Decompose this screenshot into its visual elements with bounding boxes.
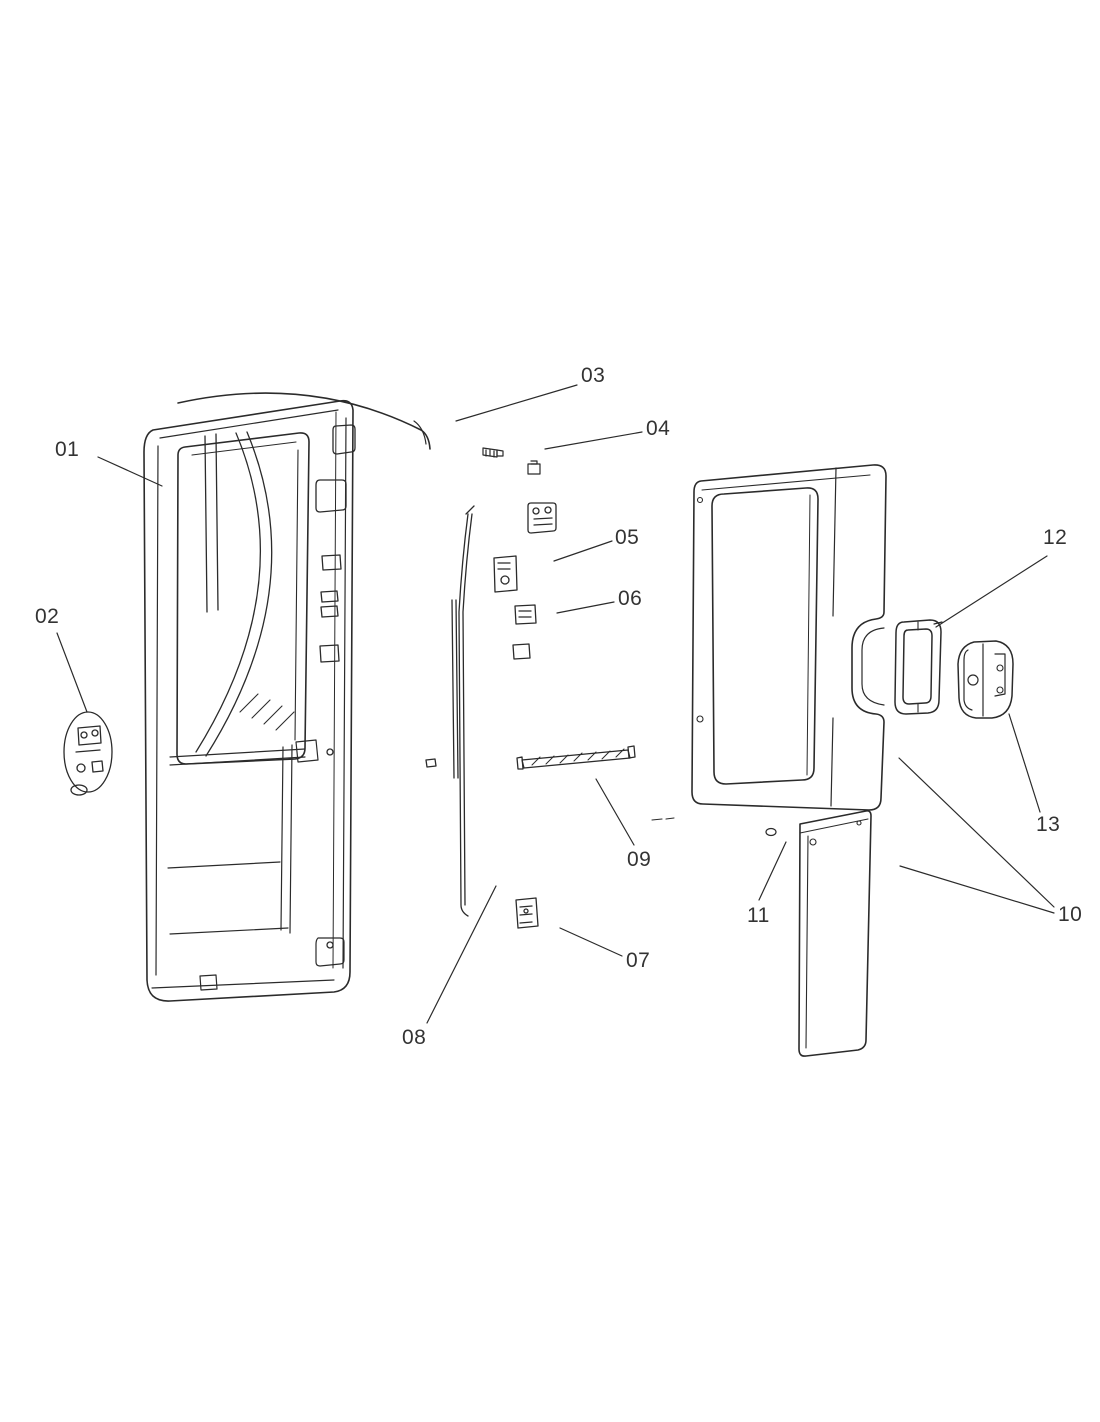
leader-lines: [57, 385, 1054, 1023]
part-label-12: 12: [1043, 526, 1068, 549]
part-label-13: 13: [1036, 813, 1061, 836]
leader-line-07: [560, 928, 622, 956]
part-label-08: 08: [402, 1026, 427, 1049]
part-label-03: 03: [581, 364, 606, 387]
part-label-04: 04: [646, 417, 671, 440]
leader-line-12: [936, 556, 1047, 627]
part-04-screw: [483, 448, 540, 474]
part-label-01: 01: [55, 438, 80, 461]
leader-line-13: [1009, 714, 1040, 812]
part-10-outer-panel-upper: [692, 465, 886, 810]
part-label-10: 10: [1058, 903, 1083, 926]
part-13-lock-handle: [958, 641, 1013, 718]
part-label-09: 09: [627, 848, 652, 871]
part-label-05: 05: [615, 526, 640, 549]
leader-line-03: [456, 385, 577, 421]
glass-hatch-marks: [240, 694, 294, 730]
part-label-02: 02: [35, 605, 60, 628]
door-edge-cutouts: [316, 480, 346, 948]
leader-line-05: [554, 541, 612, 561]
part-09-sill-bar: [517, 746, 635, 769]
leader-line-11: [759, 842, 786, 900]
part-label-11: 11: [747, 904, 770, 927]
leader-line-10a: [899, 758, 1054, 907]
leader-line-10b: [900, 866, 1054, 913]
leader-line-06: [557, 602, 614, 613]
part-01-door-frame: [144, 401, 355, 1001]
part-11-grommet: [766, 829, 776, 836]
part-08-vertical-rods: [426, 506, 474, 916]
part-06-guide-clips: [513, 605, 536, 659]
door-lower-details: [168, 740, 344, 990]
part-12-handle-bezel: [895, 620, 942, 714]
divider-marks: [652, 818, 674, 820]
leader-line-04: [545, 432, 642, 449]
leader-line-08: [427, 886, 496, 1023]
part-label-06: 06: [618, 587, 643, 610]
part-02-lock-mechanism: [64, 712, 112, 795]
part-07-lower-clip: [516, 898, 538, 928]
part-05-latch-bracket: [494, 503, 556, 592]
leader-line-09: [596, 779, 634, 845]
part-10-outer-panel-lower: [799, 811, 871, 1056]
part-label-07: 07: [626, 949, 651, 972]
leader-line-01: [98, 457, 162, 486]
leader-line-02: [57, 633, 87, 712]
part-03-top-rail: [178, 393, 430, 449]
